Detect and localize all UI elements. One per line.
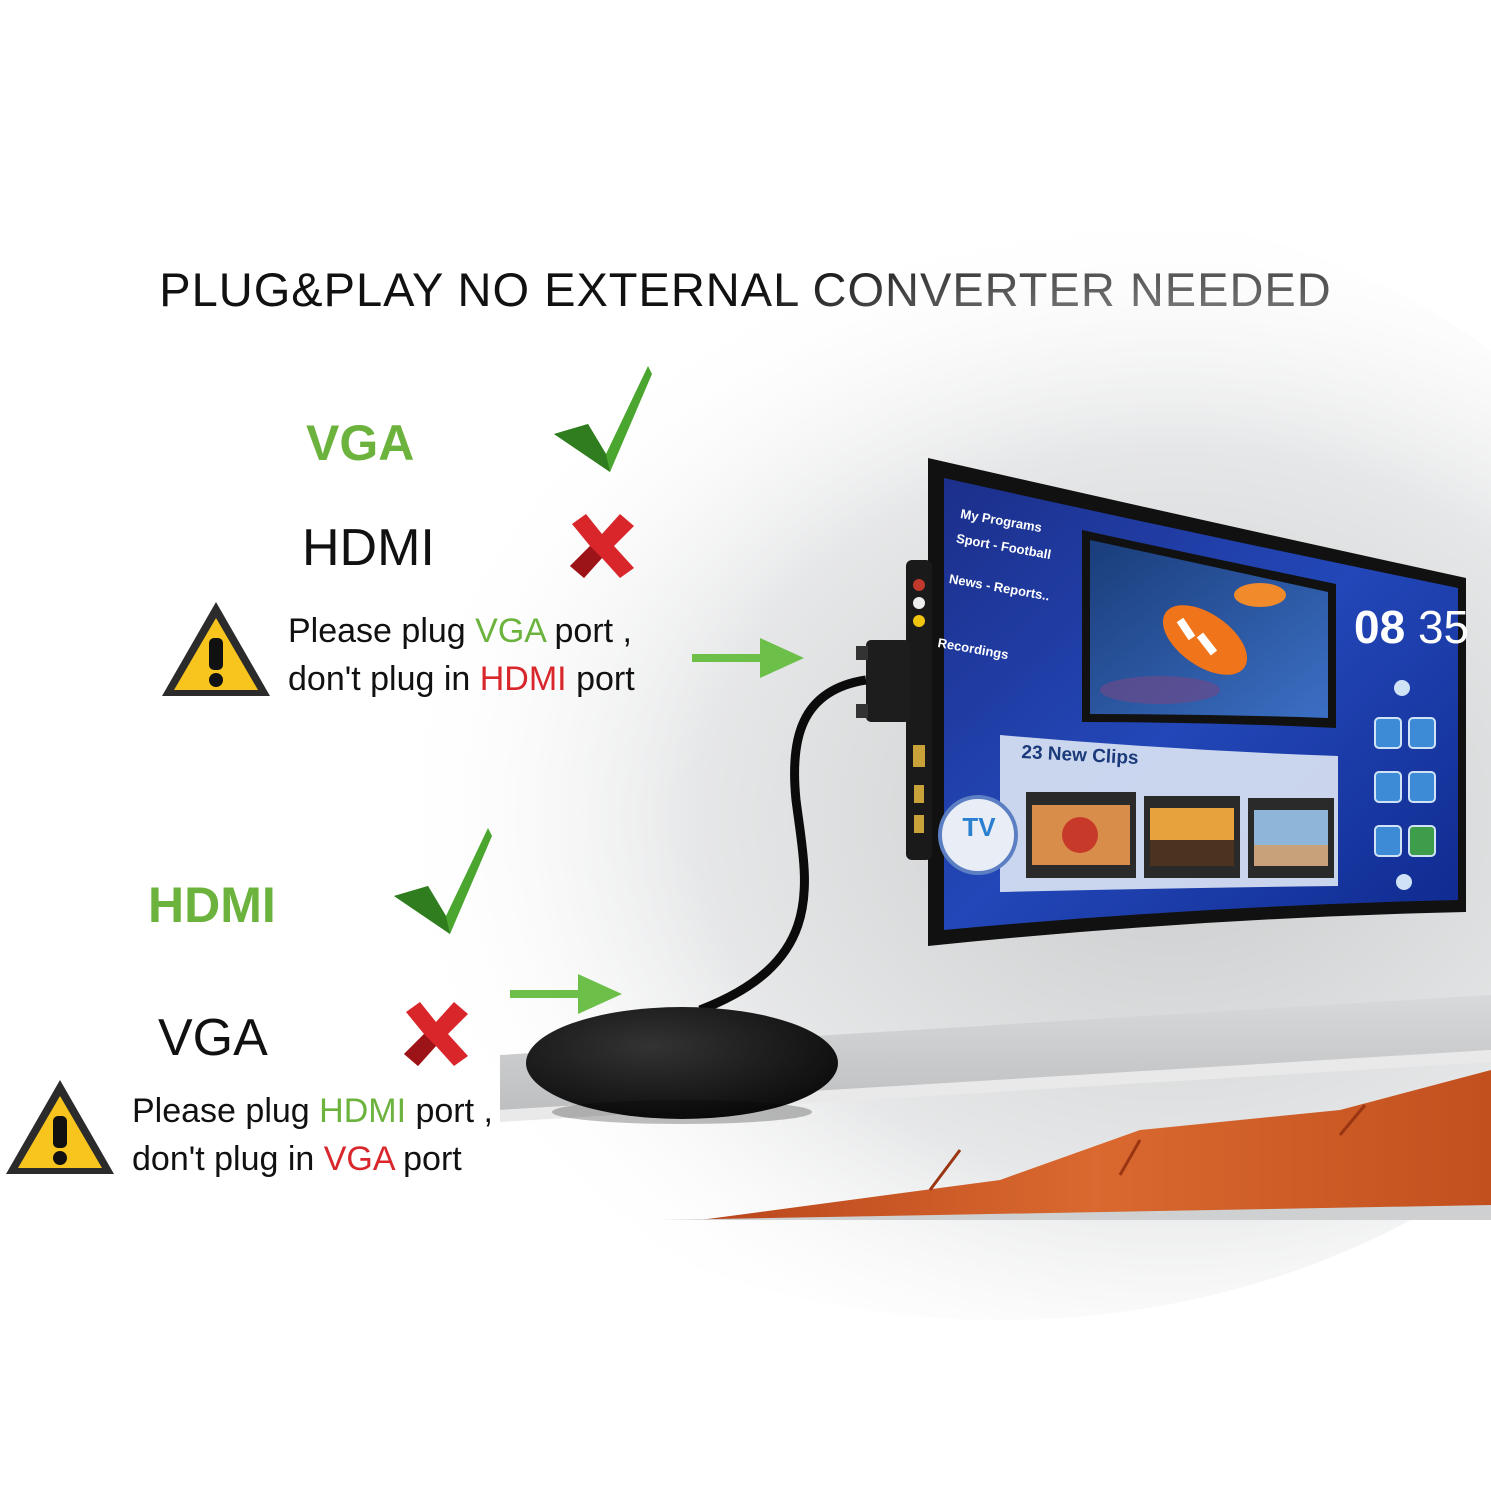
green-check-icon	[394, 828, 492, 934]
note-highlight-good: HDMI	[319, 1092, 407, 1130]
note-text: Please plug	[288, 612, 476, 650]
tv-clock-minute: 35	[1417, 601, 1470, 653]
note-highlight-bad: HDMI	[479, 660, 567, 698]
tv-clock: 08 35	[1354, 600, 1469, 654]
note-text: don't plug in	[132, 1140, 324, 1178]
tv-clips-label: New Clips	[1047, 743, 1140, 770]
note-text: don't plug in	[288, 660, 480, 698]
note-text: port ,	[406, 1092, 493, 1130]
red-cross-icon	[404, 1002, 468, 1066]
tv-menu-item: News - Reports..	[947, 570, 1051, 604]
note-text: port	[393, 1140, 462, 1178]
note-text: port ,	[545, 612, 633, 650]
note-highlight-bad: VGA	[323, 1140, 394, 1178]
note-text: Please plug	[132, 1092, 320, 1130]
top-correct-label: VGA	[306, 415, 415, 471]
right-arrow-icon	[510, 974, 622, 1014]
bottom-correct-label: HDMI	[148, 877, 276, 933]
tv-clips-count: 23	[1020, 742, 1044, 765]
tv-logo: TV	[962, 812, 996, 842]
warning-triangle-icon	[6, 1080, 114, 1174]
bottom-wrong-label: VGA	[158, 1009, 268, 1067]
note-highlight-good: VGA	[475, 612, 546, 650]
bottom-note-line1: Please plug HDMI port ,	[132, 1087, 493, 1135]
red-cross-icon	[570, 514, 634, 578]
bottom-note: Please plug HDMI port , don't plug in VG…	[132, 1087, 493, 1183]
bottom-note-line2: don't plug in VGA port	[132, 1135, 493, 1183]
top-wrong-label: HDMI	[302, 519, 435, 577]
top-note: Please plug VGA port , don't plug in HDM…	[288, 607, 635, 703]
tv-clock-hour: 08	[1354, 601, 1406, 653]
right-arrow-icon	[692, 638, 804, 678]
green-check-icon	[554, 366, 652, 472]
warning-triangle-icon	[162, 602, 270, 696]
note-text: port	[566, 660, 635, 698]
top-note-line1: Please plug VGA port ,	[288, 607, 635, 655]
top-note-line2: don't plug in HDMI port	[288, 655, 635, 703]
